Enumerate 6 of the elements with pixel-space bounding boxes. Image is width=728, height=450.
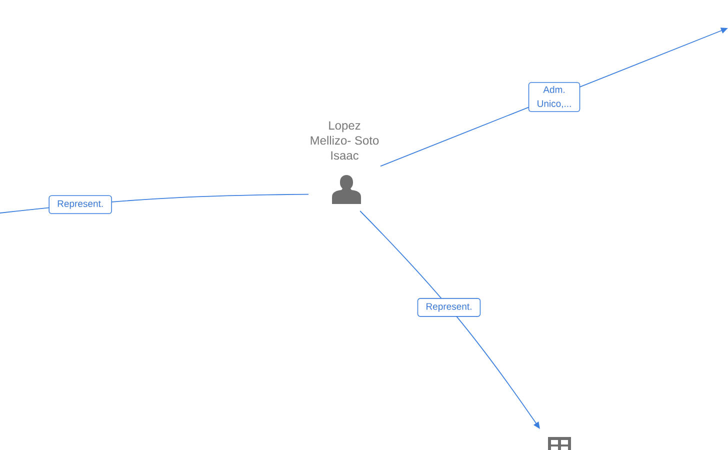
edge-label: Represent.: [417, 298, 481, 317]
edge-label: Represent.: [48, 195, 112, 214]
arrow: [360, 210, 540, 429]
building-icon: [548, 437, 571, 450]
person-name: Lopez Mellizo- Soto Isaac: [310, 121, 379, 160]
edge-label: Adm. Unico,...: [528, 82, 580, 112]
